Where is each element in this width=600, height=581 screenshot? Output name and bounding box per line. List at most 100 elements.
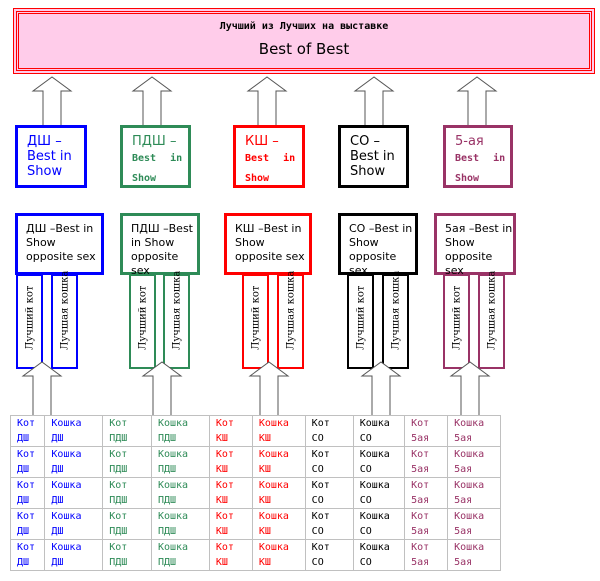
best-female-label: Лучшая кошка bbox=[59, 270, 70, 350]
best-female-label: Лучшая кошка bbox=[285, 270, 296, 350]
opposite-sex-box: ДШ –Best in Show opposite sex bbox=[15, 213, 104, 275]
title-en: Best of Best bbox=[258, 40, 350, 58]
group-code: 5ая bbox=[411, 464, 430, 475]
sex-label: Кот bbox=[215, 480, 234, 491]
sex-label: Кот bbox=[311, 542, 330, 553]
best-male-label: Лучший кот bbox=[355, 285, 366, 350]
group-code: ДШ bbox=[17, 464, 30, 475]
opposite-sex-box: ПДШ –Best in Show opposite sex bbox=[120, 213, 200, 277]
sex-label: Кошка bbox=[51, 449, 82, 460]
sex-label: Кошка bbox=[258, 480, 289, 491]
group-code: 5ая bbox=[454, 433, 473, 444]
group-code: ПДШ bbox=[109, 495, 128, 506]
group-code: ДШ bbox=[17, 433, 30, 444]
best-male-label: Лучший кот bbox=[451, 285, 462, 350]
group-code: КШ bbox=[215, 464, 228, 475]
up-arrow-icon bbox=[456, 76, 498, 125]
sex-label: Кот bbox=[311, 511, 330, 522]
sex-label: Кот bbox=[311, 449, 330, 460]
group-code: 5ая bbox=[411, 526, 430, 537]
bis-label: ДШ – Best in Show bbox=[27, 134, 72, 179]
best-male-strip: Лучший кот bbox=[16, 274, 43, 369]
sex-label: Кот bbox=[109, 418, 128, 429]
group-code: СО bbox=[311, 433, 324, 444]
sex-label: Кошка bbox=[157, 511, 189, 522]
group-code: СО bbox=[311, 464, 324, 475]
sex-label: Кот bbox=[411, 449, 430, 460]
group-code: КШ bbox=[258, 526, 271, 537]
best-in-show-box: СО – Best in Show bbox=[338, 125, 409, 188]
sex-label: Кошка bbox=[454, 542, 485, 553]
best-male-label: Лучший кот bbox=[24, 285, 35, 350]
group-code: ПДШ bbox=[109, 557, 128, 568]
best-female-label: Лучшая кошка bbox=[390, 270, 401, 350]
sex-label: Кошка bbox=[157, 480, 189, 491]
sex-label: Кот bbox=[215, 542, 234, 553]
best-male-label: Лучший кот bbox=[137, 285, 148, 350]
group-code: КШ bbox=[258, 557, 271, 568]
bis-sublabel: Best in Show bbox=[132, 153, 183, 184]
sex-label: Кошка bbox=[51, 418, 82, 429]
group-code: СО bbox=[359, 464, 372, 475]
best-female-strip: Лучшая кошка bbox=[51, 270, 78, 369]
group-code: ДШ bbox=[17, 526, 30, 537]
opposite-sex-label: КШ –Best in Show opposite sex bbox=[235, 222, 305, 263]
sex-label: Кот bbox=[411, 542, 430, 553]
opposite-sex-box: 5ая –Best in Show opposite sex bbox=[434, 213, 516, 277]
best-female-strip: Лучшая кошка bbox=[277, 270, 304, 369]
group-code: КШ bbox=[258, 464, 271, 475]
best-female-strip: Лучшая кошка bbox=[163, 271, 190, 369]
group-code: 5ая bbox=[411, 557, 430, 568]
group-code: ПДШ bbox=[109, 526, 128, 537]
group-code: СО bbox=[359, 433, 372, 444]
bis-label: КШ – bbox=[245, 134, 279, 149]
best-male-strip: Лучший кот bbox=[347, 274, 374, 369]
group-code: ДШ bbox=[51, 495, 64, 506]
sex-label: Кошка bbox=[359, 542, 390, 553]
group-code: ДШ bbox=[51, 557, 64, 568]
sex-label: Кошка bbox=[258, 449, 289, 460]
sex-label: Кошка bbox=[454, 449, 485, 460]
sex-label: Кошка bbox=[258, 418, 289, 429]
bis-sublabel: Best in Show bbox=[455, 153, 506, 184]
sex-label: Кошка bbox=[359, 480, 390, 491]
opposite-sex-label: ДШ –Best in Show opposite sex bbox=[26, 222, 96, 263]
best-in-show-box: КШ –Best in Show bbox=[233, 125, 305, 188]
group-code: ПДШ bbox=[157, 433, 177, 444]
opposite-sex-box: КШ –Best in Show opposite sex bbox=[224, 213, 312, 275]
sex-label: Кошка bbox=[454, 418, 485, 429]
group-code: ПДШ bbox=[109, 433, 128, 444]
opposite-sex-box: СО –Best in Show opposite sex bbox=[338, 213, 418, 277]
group-code: КШ bbox=[258, 495, 271, 506]
sex-label: Кошка bbox=[359, 449, 390, 460]
group-code: КШ bbox=[215, 526, 228, 537]
group-code: СО bbox=[359, 557, 372, 568]
up-arrow-icon bbox=[246, 76, 288, 125]
opposite-sex-label: ПДШ –Best in Show opposite sex bbox=[131, 222, 193, 277]
best-male-strip: Лучший кот bbox=[443, 274, 470, 369]
nominee-cell: Кот 5ая bbox=[404, 539, 449, 571]
